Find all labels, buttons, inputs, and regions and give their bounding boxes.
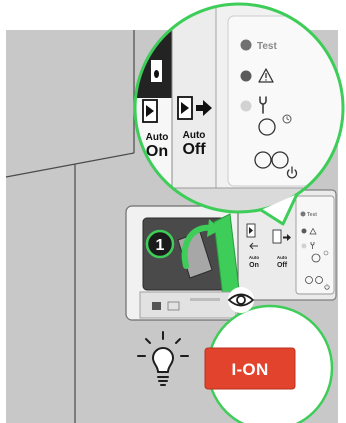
breaker-test-button <box>152 302 161 310</box>
zoom-auto-on-line1: Auto <box>146 132 169 143</box>
device-auto-off-line2: Off <box>277 262 288 269</box>
warning-mark-dot <box>265 79 266 80</box>
device-auto-on-line2: On <box>249 262 259 269</box>
device-test-dot <box>301 212 306 217</box>
status-indicator-label: I-ON <box>231 360 268 379</box>
zoom-auto-off-line1: Auto <box>183 130 206 141</box>
zoom-auto-off-line2: Off <box>182 141 206 158</box>
device-test-label: Test <box>307 212 317 218</box>
device-auto-on-line1: Auto <box>249 255 259 260</box>
zoom-test-dot <box>241 40 252 51</box>
zoom-service-led <box>241 101 252 112</box>
zoom-auto-on-line2: On <box>146 143 168 160</box>
device-auto-off-switch-icon <box>273 230 281 243</box>
zoom-auto-off-switch-icon <box>178 97 192 119</box>
device-test-module: Test <box>296 196 334 294</box>
device-auto-off-line1: Auto <box>277 255 287 260</box>
zoom-fault-led <box>241 71 252 82</box>
device-service-led <box>302 244 307 249</box>
zoom-position-marker-dot <box>154 70 159 78</box>
eye-icon <box>228 287 254 313</box>
step-badge: 1 <box>147 231 173 257</box>
eye-icon-background <box>228 287 254 313</box>
zoom-auto-on-switch-icon <box>143 100 157 122</box>
step-badge-number: 1 <box>156 237 165 254</box>
breaker-marking-strip <box>190 298 220 301</box>
zoom-test-label: Test <box>257 41 277 52</box>
device-fault-led <box>302 229 307 234</box>
device-test-panel <box>296 196 334 294</box>
